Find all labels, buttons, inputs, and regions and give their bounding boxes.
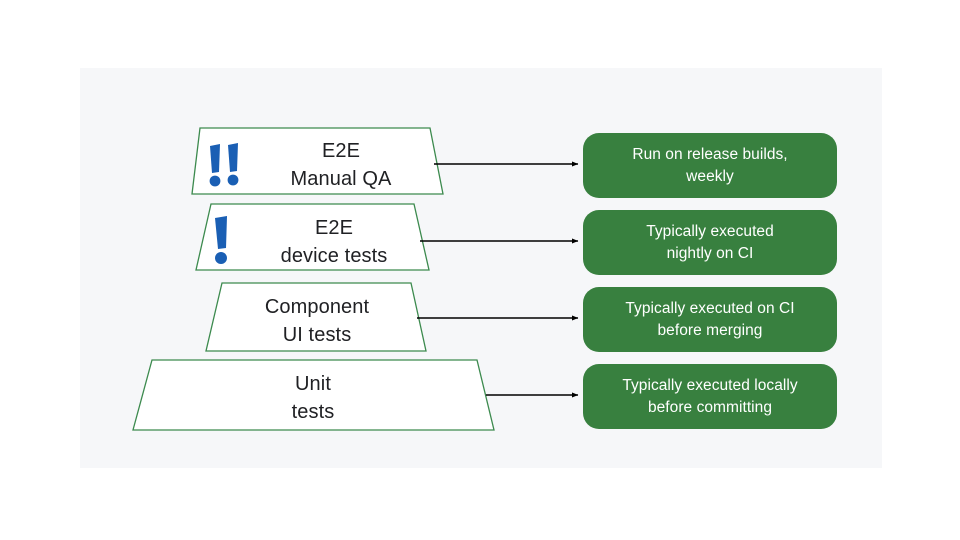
callout-unit-tests[interactable]: Typically executed locally before commit… [583,364,837,429]
exclamation-icon [215,216,227,264]
pyramid-layer-e2e-manual-qa-shape[interactable] [191,127,444,195]
callout-manual-qa[interactable]: Run on release builds, weekly [583,133,837,198]
callout-component-ui[interactable]: Typically executed on CI before merging [583,287,837,352]
double-exclamation-icon [209,143,239,187]
pyramid-layer-component-ui-tests-shape[interactable] [205,282,427,352]
pyramid-layer-unit-tests-shape[interactable] [132,359,495,431]
pyramid-layer-e2e-device-tests-shape[interactable] [195,203,430,271]
callout-device-tests[interactable]: Typically executed nightly on CI [583,210,837,275]
